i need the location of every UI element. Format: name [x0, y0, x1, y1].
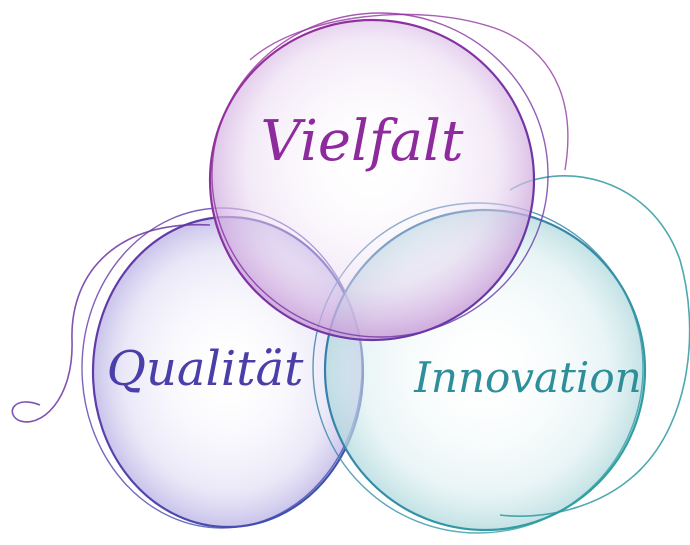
label-vielfalt: Vielfalt [261, 109, 464, 174]
label-qualitaet: Qualität [107, 341, 304, 397]
flourish-top [249, 13, 569, 171]
circle-top [208, 12, 569, 342]
flourish-left [11, 223, 211, 423]
flourish-right [499, 175, 690, 517]
label-innovation: Innovation [413, 353, 641, 402]
